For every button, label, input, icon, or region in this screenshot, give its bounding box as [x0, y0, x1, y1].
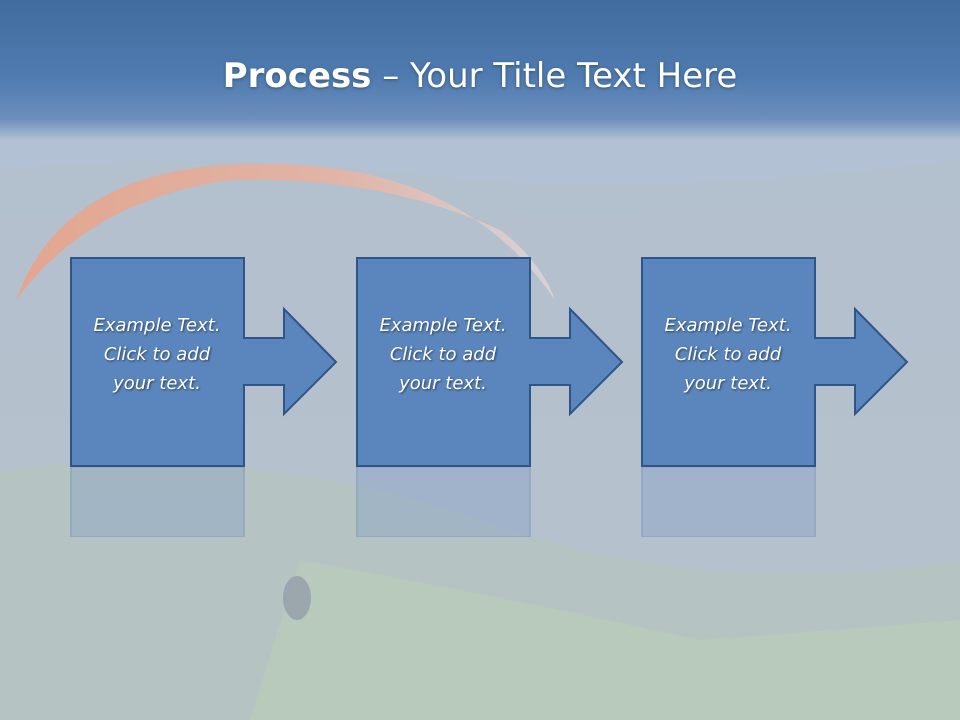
title-bold: Process — [222, 56, 372, 96]
step-text-line: your text. — [684, 373, 772, 394]
step-text-line: Example Text. — [93, 315, 221, 336]
step-text: Example Text. Click to add your text. — [358, 311, 528, 398]
step-text-line: your text. — [399, 373, 487, 394]
step-text-line: Click to add — [103, 344, 211, 365]
step-text-line: Click to add — [389, 344, 497, 365]
title-rest: – Your Title Text Here — [371, 56, 738, 96]
step-arrow-shape — [356, 257, 624, 467]
step-text-line: your text. — [113, 373, 201, 394]
paraglider-wing-graphic — [16, 163, 555, 300]
process-step-3[interactable]: Example Text. Click to add your text. — [641, 257, 909, 467]
pilot-graphic — [283, 576, 311, 620]
slide-title[interactable]: Process – Your Title Text Here — [0, 54, 960, 98]
step-arrow-shape — [70, 257, 338, 467]
step-text-line: Example Text. — [664, 315, 792, 336]
step-reflection — [70, 467, 336, 537]
step-text: Example Text. Click to add your text. — [643, 311, 813, 398]
step-text-line: Example Text. — [379, 315, 507, 336]
process-step-2[interactable]: Example Text. Click to add your text. — [356, 257, 624, 467]
title-band — [0, 0, 960, 140]
step-text: Example Text. Click to add your text. — [72, 311, 242, 398]
process-step-1[interactable]: Example Text. Click to add your text. — [70, 257, 338, 467]
step-text-line: Click to add — [674, 344, 782, 365]
step-arrow-shape — [641, 257, 909, 467]
step-reflection — [356, 467, 622, 537]
step-reflection — [641, 467, 907, 537]
